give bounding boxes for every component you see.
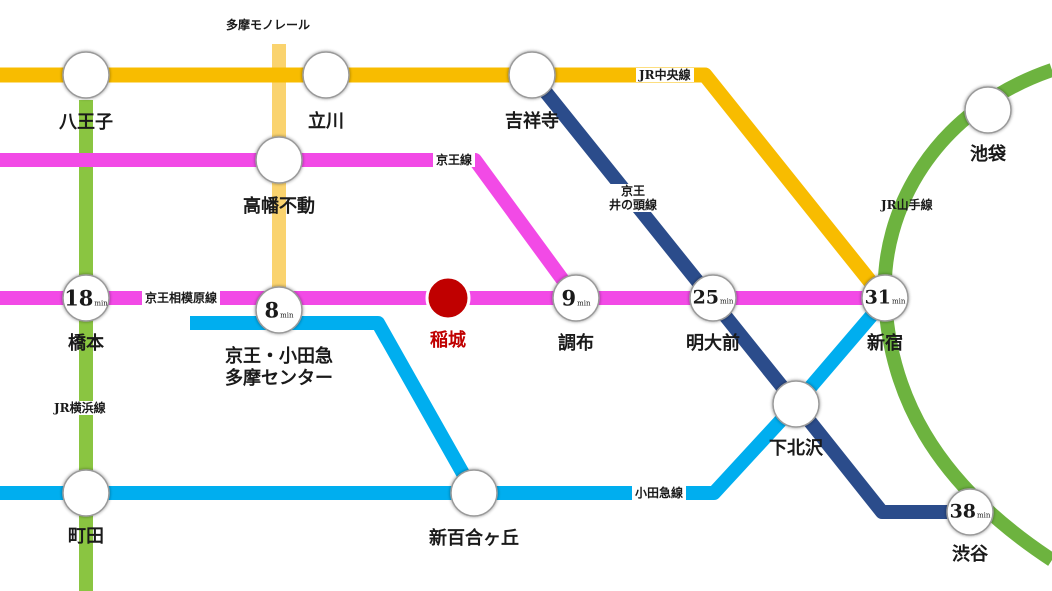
time-tama-center: 8min — [264, 300, 293, 321]
inokashira-line — [526, 70, 978, 519]
time-unit: min — [577, 299, 591, 308]
station-kichijoji-name: 吉祥寺 — [505, 111, 559, 132]
time-unit: min — [977, 511, 991, 520]
station-tachikawa-name: 立川 — [308, 111, 344, 132]
jr-yamanote-line-label: JR山手線 — [881, 198, 933, 212]
jr-chuo-line — [0, 67, 891, 305]
odakyu-line — [0, 295, 891, 500]
station-takahatafudo-name: 高幡不動 — [243, 196, 315, 217]
station-hachioji-marker — [62, 51, 110, 99]
station-tama-center-marker — [255, 286, 303, 334]
time-shinjuku-value: 31 — [864, 286, 892, 309]
station-tama-center-name-1: 京王・小田急 — [225, 346, 333, 367]
station-chofu-name: 調布 — [558, 333, 594, 354]
jr-chuo-line-label: JR中央線 — [636, 68, 694, 82]
station-shinjuku-name: 新宿 — [867, 333, 903, 354]
time-shinjuku: 31min — [864, 286, 906, 309]
jr-yokohama-line-label: JR横浜線 — [51, 401, 109, 415]
station-inagi-marker — [425, 275, 471, 321]
station-hashimoto-name: 橋本 — [68, 333, 104, 354]
time-chofu-value: 9 — [561, 285, 577, 311]
jr-yamanote-line — [877, 63, 1052, 566]
time-unit: min — [892, 297, 906, 306]
station-tama-center-name: 京王・小田急 多摩センター — [225, 346, 333, 390]
station-machida-marker — [62, 469, 110, 517]
station-tama-center-name-2: 多摩センター — [225, 368, 333, 389]
time-hashimoto-value: 18 — [64, 285, 94, 311]
station-shimokitazawa-name: 下北沢 — [769, 438, 823, 459]
station-chofu-marker — [552, 274, 600, 322]
station-shinyurigaoka-name: 新百合ヶ丘 — [429, 528, 519, 549]
tama-monorail-label: 多摩モノレール — [226, 18, 311, 32]
station-machida-name: 町田 — [68, 526, 104, 547]
station-shibuya-marker — [946, 488, 994, 536]
station-hachioji-name: 八王子 — [59, 112, 113, 133]
station-hashimoto-marker — [62, 274, 110, 322]
time-unit: min — [720, 297, 734, 306]
station-tachikawa-marker — [302, 51, 350, 99]
station-shinjuku-marker — [861, 274, 909, 322]
keio-sagamihara-line-label: 京王相模原線 — [142, 291, 221, 305]
time-meidaimae-value: 25 — [692, 286, 720, 309]
time-unit: min — [280, 311, 294, 320]
inokashira-line-label: 京王 井の頭線 — [606, 184, 660, 212]
station-meidaimae-name: 明大前 — [686, 333, 740, 354]
station-inagi-name: 稲城 — [430, 330, 466, 351]
station-takahatafudo-marker — [255, 136, 303, 184]
station-shinyurigaoka-marker — [450, 469, 498, 517]
station-meidaimae-marker — [689, 274, 737, 322]
time-meidaimae: 25min — [692, 286, 734, 309]
station-ikebukuro-name: 池袋 — [970, 144, 1006, 165]
time-hashimoto: 18min — [64, 288, 108, 309]
time-tama-center-value: 8 — [264, 297, 280, 323]
time-shibuya: 38min — [949, 500, 991, 523]
station-shimokitazawa-marker — [772, 380, 820, 428]
time-unit: min — [94, 299, 108, 308]
station-kichijoji-marker — [508, 51, 556, 99]
odakyu-tama-line — [190, 316, 481, 497]
time-chofu: 9min — [561, 288, 590, 309]
keio-line-label: 京王線 — [433, 153, 476, 167]
inokashira-line-label-2: 井の頭線 — [608, 198, 658, 212]
station-shibuya-name: 渋谷 — [952, 544, 988, 565]
odakyu-line-label: 小田急線 — [632, 486, 687, 500]
station-ikebukuro-marker — [964, 86, 1012, 134]
time-shibuya-value: 38 — [949, 500, 977, 523]
inokashira-line-label-1: 京王 — [620, 184, 646, 198]
